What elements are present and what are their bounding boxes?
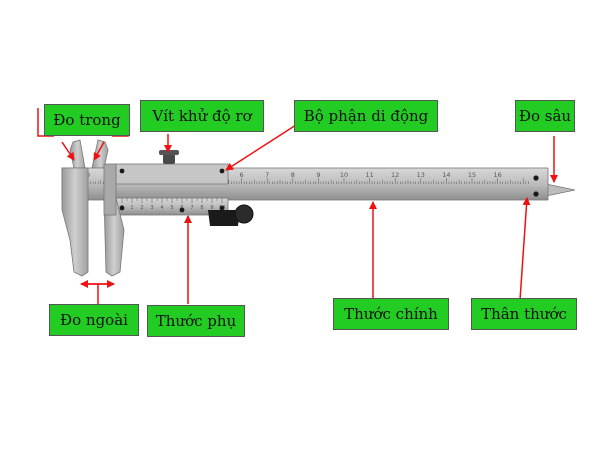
locking-screw <box>163 154 175 164</box>
vernier-scale-number: 8 <box>200 205 203 211</box>
slider-side <box>103 163 117 216</box>
vernier-scale-number: 1 <box>130 205 133 211</box>
leader-lines <box>61 124 558 304</box>
inside-jaw-bracket <box>37 108 54 137</box>
main-scale-number: 12 <box>391 171 399 179</box>
label-thuoc-chinh: Thước chính <box>333 298 449 330</box>
slider-top <box>115 163 229 185</box>
label-do-sau: Đo sâu <box>515 100 575 132</box>
vernier-scale-number: 2 <box>140 205 143 211</box>
main-scale-number: 6 <box>240 171 244 179</box>
vernier-scale-number: 5 <box>170 205 173 211</box>
main-scale-number: 10 <box>340 171 348 179</box>
main-scale-number: 13 <box>417 171 425 179</box>
main-scale-number: 11 <box>365 171 373 179</box>
main-scale-number: 14 <box>442 171 450 179</box>
main-scale-number: 8 <box>291 171 295 179</box>
label-than-thuoc: Thân thước <box>471 298 577 330</box>
label-bo-phan-di-dong: Bộ phận di động <box>294 100 438 132</box>
main-scale-number: 9 <box>316 171 320 179</box>
inside-jaw-fixed <box>69 139 86 169</box>
thumb-wheel <box>234 204 254 224</box>
label-do-ngoai: Đo ngoài <box>49 304 139 336</box>
fixed-jaw <box>61 167 89 277</box>
main-scale-number: 16 <box>493 171 501 179</box>
depth-rod <box>545 183 576 197</box>
label-do-trong: Đo trong <box>44 104 130 136</box>
thumb-roller <box>208 210 240 226</box>
main-scale-number: 7 <box>265 171 269 179</box>
vernier-scale-number: 4 <box>160 205 163 211</box>
label-vit-khu-do-ro: Vít khử độ rơ <box>140 100 264 132</box>
vernier-scale-number: 9 <box>210 205 213 211</box>
vernier-scale-number: 3 <box>150 205 153 211</box>
vernier-scale-number: 7 <box>190 205 193 211</box>
label-thuoc-phu: Thước phụ <box>147 305 245 337</box>
main-scale-number: 15 <box>468 171 476 179</box>
